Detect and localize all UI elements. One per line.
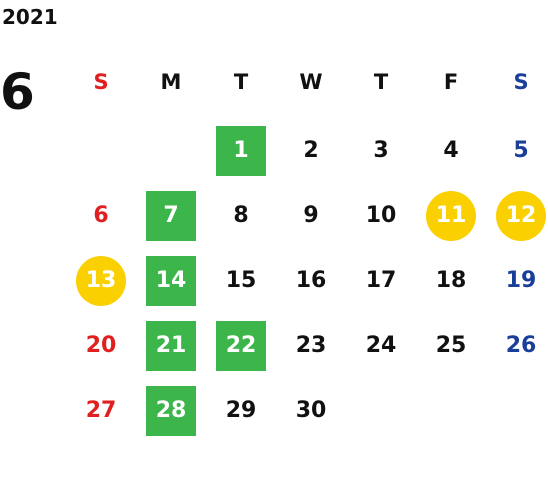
weekday-saturday: S <box>513 70 529 94</box>
day-number: 3 <box>373 138 389 163</box>
day-cell[interactable]: 10 <box>346 183 416 248</box>
day-cell[interactable]: 26 <box>486 313 548 378</box>
day-cell[interactable]: 24 <box>346 313 416 378</box>
day-cell[interactable]: 28 <box>136 378 206 443</box>
day-cell[interactable]: 13 <box>66 248 136 313</box>
day-number-green-marked: 21 <box>146 320 196 371</box>
day-cell[interactable]: 25 <box>416 313 486 378</box>
day-cell[interactable]: 8 <box>206 183 276 248</box>
day-cell[interactable]: 18 <box>416 248 486 313</box>
day-number: 18 <box>435 268 467 293</box>
day-cell <box>416 378 486 443</box>
weekday-monday: M <box>160 70 182 94</box>
day-cell[interactable]: 29 <box>206 378 276 443</box>
day-number: 10 <box>365 203 397 228</box>
day-number: 5 <box>513 138 529 163</box>
weekday-sunday: S <box>93 70 109 94</box>
day-cell[interactable]: 15 <box>206 248 276 313</box>
day-number: 29 <box>225 398 257 423</box>
day-number: 19 <box>505 268 537 293</box>
month-label: 6 <box>0 63 35 121</box>
day-cell <box>346 378 416 443</box>
day-number-yellow-marked: 12 <box>496 190 546 241</box>
day-cell[interactable]: 14 <box>136 248 206 313</box>
day-cell <box>66 118 136 183</box>
day-cell[interactable]: 9 <box>276 183 346 248</box>
day-number-yellow-marked: 11 <box>426 190 476 241</box>
day-cell[interactable]: 30 <box>276 378 346 443</box>
day-cell[interactable]: 27 <box>66 378 136 443</box>
day-number-yellow-marked: 13 <box>76 255 126 306</box>
year-label: 2021 <box>2 5 58 29</box>
day-number-green-marked: 7 <box>146 190 196 241</box>
day-cell[interactable]: 22 <box>206 313 276 378</box>
day-number-green-marked: 1 <box>216 125 266 176</box>
day-cell[interactable]: 6 <box>66 183 136 248</box>
weekday-tuesday: T <box>233 70 249 94</box>
day-cell[interactable]: 3 <box>346 118 416 183</box>
day-number: 24 <box>365 333 397 358</box>
day-cell[interactable]: 17 <box>346 248 416 313</box>
day-number: 6 <box>93 203 109 228</box>
day-number: 26 <box>505 333 537 358</box>
weekday-header: S M T W T F S <box>66 64 548 100</box>
day-cell[interactable]: 20 <box>66 313 136 378</box>
day-cell[interactable]: 21 <box>136 313 206 378</box>
day-cell[interactable]: 12 <box>486 183 548 248</box>
day-cell[interactable]: 1 <box>206 118 276 183</box>
day-number-green-marked: 28 <box>146 385 196 436</box>
day-number: 27 <box>85 398 117 423</box>
day-number: 16 <box>295 268 327 293</box>
day-number: 8 <box>233 203 249 228</box>
day-cell <box>486 378 548 443</box>
day-cell[interactable]: 7 <box>136 183 206 248</box>
day-cell[interactable]: 2 <box>276 118 346 183</box>
day-cell <box>136 118 206 183</box>
day-number-green-marked: 14 <box>146 255 196 306</box>
day-number: 15 <box>225 268 257 293</box>
day-cell[interactable]: 23 <box>276 313 346 378</box>
day-number: 9 <box>303 203 319 228</box>
day-number: 17 <box>365 268 397 293</box>
day-cell[interactable]: 19 <box>486 248 548 313</box>
weekday-thursday: T <box>373 70 389 94</box>
weekday-friday: F <box>443 70 459 94</box>
day-cell[interactable]: 4 <box>416 118 486 183</box>
day-number: 20 <box>85 333 117 358</box>
day-cell[interactable]: 16 <box>276 248 346 313</box>
day-cell[interactable]: 5 <box>486 118 548 183</box>
day-number: 25 <box>435 333 467 358</box>
day-number: 2 <box>303 138 319 163</box>
day-number: 30 <box>295 398 327 423</box>
weekday-wednesday: W <box>299 70 323 94</box>
day-number: 4 <box>443 138 459 163</box>
day-cell[interactable]: 11 <box>416 183 486 248</box>
day-number: 23 <box>295 333 327 358</box>
day-number-green-marked: 22 <box>216 320 266 371</box>
